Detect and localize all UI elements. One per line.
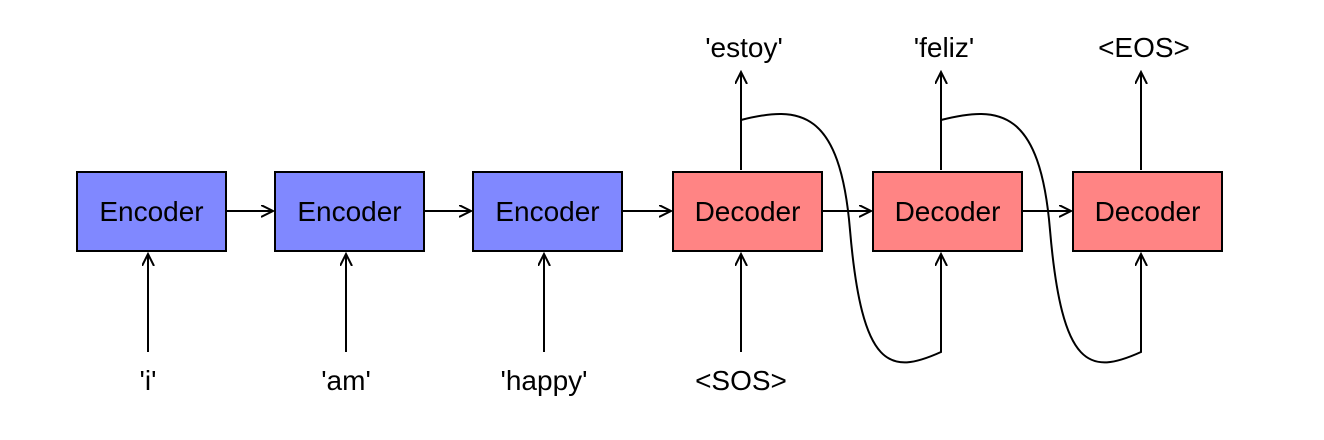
decoder-label: Decoder [1095,196,1201,227]
input-token-label: 'am' [321,365,371,396]
encoder-label: Encoder [99,196,203,227]
decoder-label: Decoder [695,196,801,227]
start-token-label: <SOS> [695,365,787,396]
encoder-label: Encoder [297,196,401,227]
decoder-label: Decoder [895,196,1001,227]
output-token-label: 'feliz' [914,32,974,63]
output-token-label: 'estoy' [705,32,783,63]
decoder-block-2: Decoder [872,171,1023,252]
encoder-block-1: Encoder [76,171,227,252]
encoder-box [472,171,623,252]
input-token-label: 'happy' [501,365,588,396]
feedback-curve-1 [740,113,941,364]
feedback-curve-2 [940,113,1141,364]
decoder-block-1: Decoder [672,171,823,252]
encoder-label: Encoder [495,196,599,227]
encoder-block-3: Encoder [472,171,623,252]
input-token-label: 'i' [140,365,157,396]
decoder-block-3: Decoder [1072,171,1223,252]
encoder-box [76,171,227,252]
end-token-label: <EOS> [1098,32,1190,63]
decoder-box [1072,171,1223,252]
decoder-box [872,171,1023,252]
encoder-box [274,171,425,252]
encoder-block-2: Encoder [274,171,425,252]
